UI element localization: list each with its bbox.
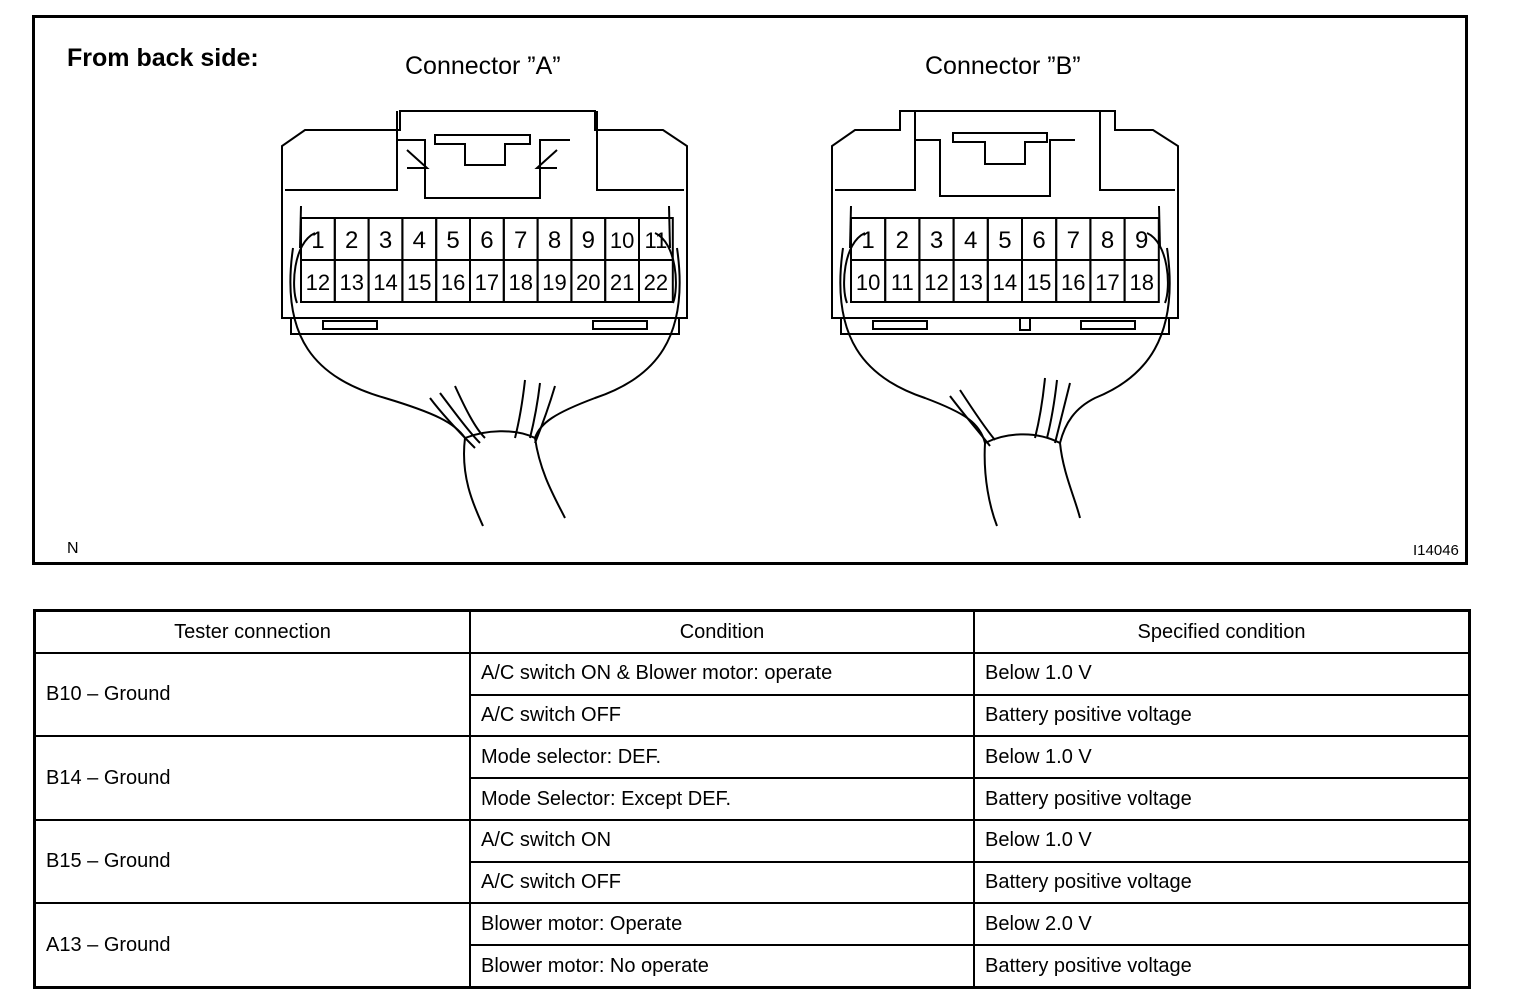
condition-cell: Mode selector: DEF. <box>469 735 975 780</box>
connector-a-pin-label: 7 <box>514 227 527 254</box>
connector-a-pin-label: 18 <box>508 270 532 295</box>
connector-b-pin-label: 18 <box>1129 270 1153 295</box>
connector-a-pin-label: 20 <box>576 270 600 295</box>
connector-a-pin-label: 21 <box>610 270 634 295</box>
condition-cell: Blower motor: Operate <box>469 902 975 947</box>
connector-b-pin-label: 12 <box>924 270 948 295</box>
connector-a-pin-label: 10 <box>610 228 634 253</box>
table-row: A/C switch OFF Battery positive voltage <box>35 860 1471 905</box>
view-label: From back side: <box>67 44 259 72</box>
connector-a-pin-label: 3 <box>379 227 392 254</box>
header-condition: Condition <box>469 609 975 654</box>
spec-table: Tester connection Condition Specified co… <box>33 609 1471 989</box>
condition-cell: Blower motor: No operate <box>469 944 975 989</box>
connector-a-title: Connector ”A” <box>405 52 561 80</box>
connector-b-pin-label: 15 <box>1027 270 1051 295</box>
condition-cell: A/C switch OFF <box>469 860 975 905</box>
spec-cell: Battery positive voltage <box>973 777 1471 821</box>
spec-cell: Below 1.0 V <box>973 652 1471 696</box>
connector-a-pin-label: 13 <box>339 270 363 295</box>
table-row: Mode Selector: Except DEF. Battery posit… <box>35 777 1471 821</box>
connector-a-pin-label: 22 <box>644 270 668 295</box>
connector-a-pin-label: 12 <box>306 270 330 295</box>
spec-cell: Below 2.0 V <box>973 902 1471 947</box>
connector-b-pin-label: 9 <box>1135 227 1148 254</box>
condition-cell: A/C switch ON & Blower motor: operate <box>469 652 975 696</box>
connector-a-pin-label: 15 <box>407 270 431 295</box>
connector-b-pin-cell <box>1123 259 1160 303</box>
connector-b-pin-label: 1 <box>861 227 874 254</box>
connector-a-pin-label: 8 <box>548 227 561 254</box>
spec-cell: Below 1.0 V <box>973 818 1471 863</box>
connector-b-pin-label: 2 <box>896 227 909 254</box>
header-tester-connection: Tester connection <box>33 609 471 654</box>
connector-b-pin-label: 7 <box>1067 227 1080 254</box>
connector-b-title: Connector ”B” <box>925 52 1081 80</box>
table-row: B15 – Ground A/C switch ON Below 1.0 V <box>33 818 1471 905</box>
table-row: A/C switch OFF Battery positive voltage <box>35 693 1471 738</box>
condition-cell: A/C switch ON <box>469 818 975 863</box>
table-row: Blower motor: No operate Battery positiv… <box>35 944 1471 989</box>
connector-a-pin-label: 6 <box>480 227 493 254</box>
spec-cell: Battery positive voltage <box>973 944 1471 989</box>
connector-a-pin-label: 9 <box>582 227 595 254</box>
connector-b-pin-label: 5 <box>998 227 1011 254</box>
tester-connection-cell: B10 – Ground <box>33 651 471 738</box>
connector-a-pin-label: 14 <box>373 270 397 295</box>
connector-b-pin-label: 17 <box>1095 270 1119 295</box>
connector-a-pin-label: 5 <box>446 227 459 254</box>
connector-b-pin-label: 8 <box>1101 227 1114 254</box>
figure-id-label: I14046 <box>1413 542 1459 559</box>
spec-cell: Battery positive voltage <box>973 693 1471 738</box>
tester-connection-cell: B15 – Ground <box>33 818 471 905</box>
tester-connection-cell: A13 – Ground <box>33 902 471 989</box>
connector-b-pin-label: 6 <box>1032 227 1045 254</box>
table-row: B14 – Ground Mode selector: DEF. Below 1… <box>33 735 1471 821</box>
corner-left-label: N <box>67 540 79 557</box>
connector-b-pin-label: 11 <box>891 270 914 295</box>
tester-connection-cell: B14 – Ground <box>33 735 471 821</box>
connector-a-pin-cell <box>638 259 674 303</box>
connector-b-pin-label: 4 <box>964 227 977 254</box>
connector-a-pin-label: 11 <box>644 228 667 253</box>
spec-cell: Below 1.0 V <box>973 735 1471 780</box>
connector-a-pin-label: 2 <box>345 227 358 254</box>
spec-cell: Battery positive voltage <box>973 860 1471 905</box>
connector-b-pin-label: 10 <box>856 270 880 295</box>
connector-b-pin-label: 13 <box>958 270 982 295</box>
connector-a-pin-label: 1 <box>311 227 324 254</box>
header-specified-condition: Specified condition <box>973 609 1471 654</box>
table-row: B10 – Ground A/C switch ON & Blower moto… <box>33 651 1471 738</box>
connector-b-pin-label: 14 <box>993 270 1017 295</box>
table-header-row: Tester connection Condition Specified co… <box>33 609 1471 654</box>
condition-cell: Mode Selector: Except DEF. <box>469 777 975 821</box>
connector-b-pin-label: 16 <box>1061 270 1085 295</box>
connector-b-pin-label: 3 <box>930 227 943 254</box>
connector-a-pin-label: 19 <box>542 270 566 295</box>
condition-cell: A/C switch OFF <box>469 693 975 738</box>
connector-a-pin-label: 17 <box>475 270 499 295</box>
connector-a-pin-label: 4 <box>413 227 426 254</box>
table-row: A13 – Ground Blower motor: Operate Below… <box>33 902 1471 989</box>
connector-a-pin-label: 16 <box>441 270 465 295</box>
